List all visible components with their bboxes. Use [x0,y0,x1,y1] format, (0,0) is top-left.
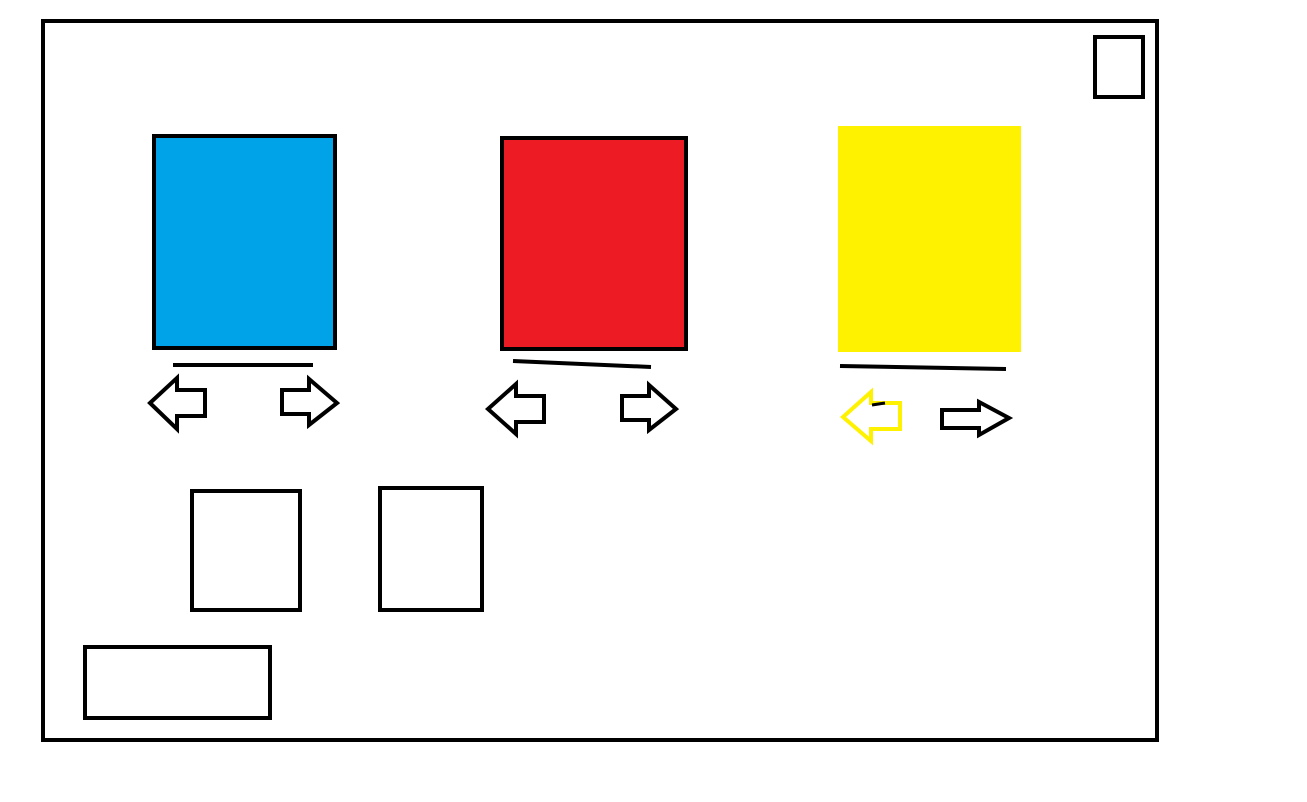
selection-slot-1[interactable] [190,489,302,612]
selection-slot-2[interactable] [378,486,484,612]
arrow-left-icon[interactable] [484,379,546,439]
arrow-right-icon[interactable] [620,380,680,435]
arrow-right-icon[interactable] [940,398,1014,439]
window-frame [41,19,1159,742]
swatch-red[interactable] [500,136,688,351]
close-button[interactable] [1093,35,1145,99]
arrow-left-icon[interactable] [839,387,902,446]
swatch-blue[interactable] [152,134,337,350]
action-button[interactable] [83,645,272,720]
swatch-yellow[interactable] [838,126,1021,352]
arrow-right-icon[interactable] [280,374,341,430]
arrow-left-icon[interactable] [147,373,207,434]
